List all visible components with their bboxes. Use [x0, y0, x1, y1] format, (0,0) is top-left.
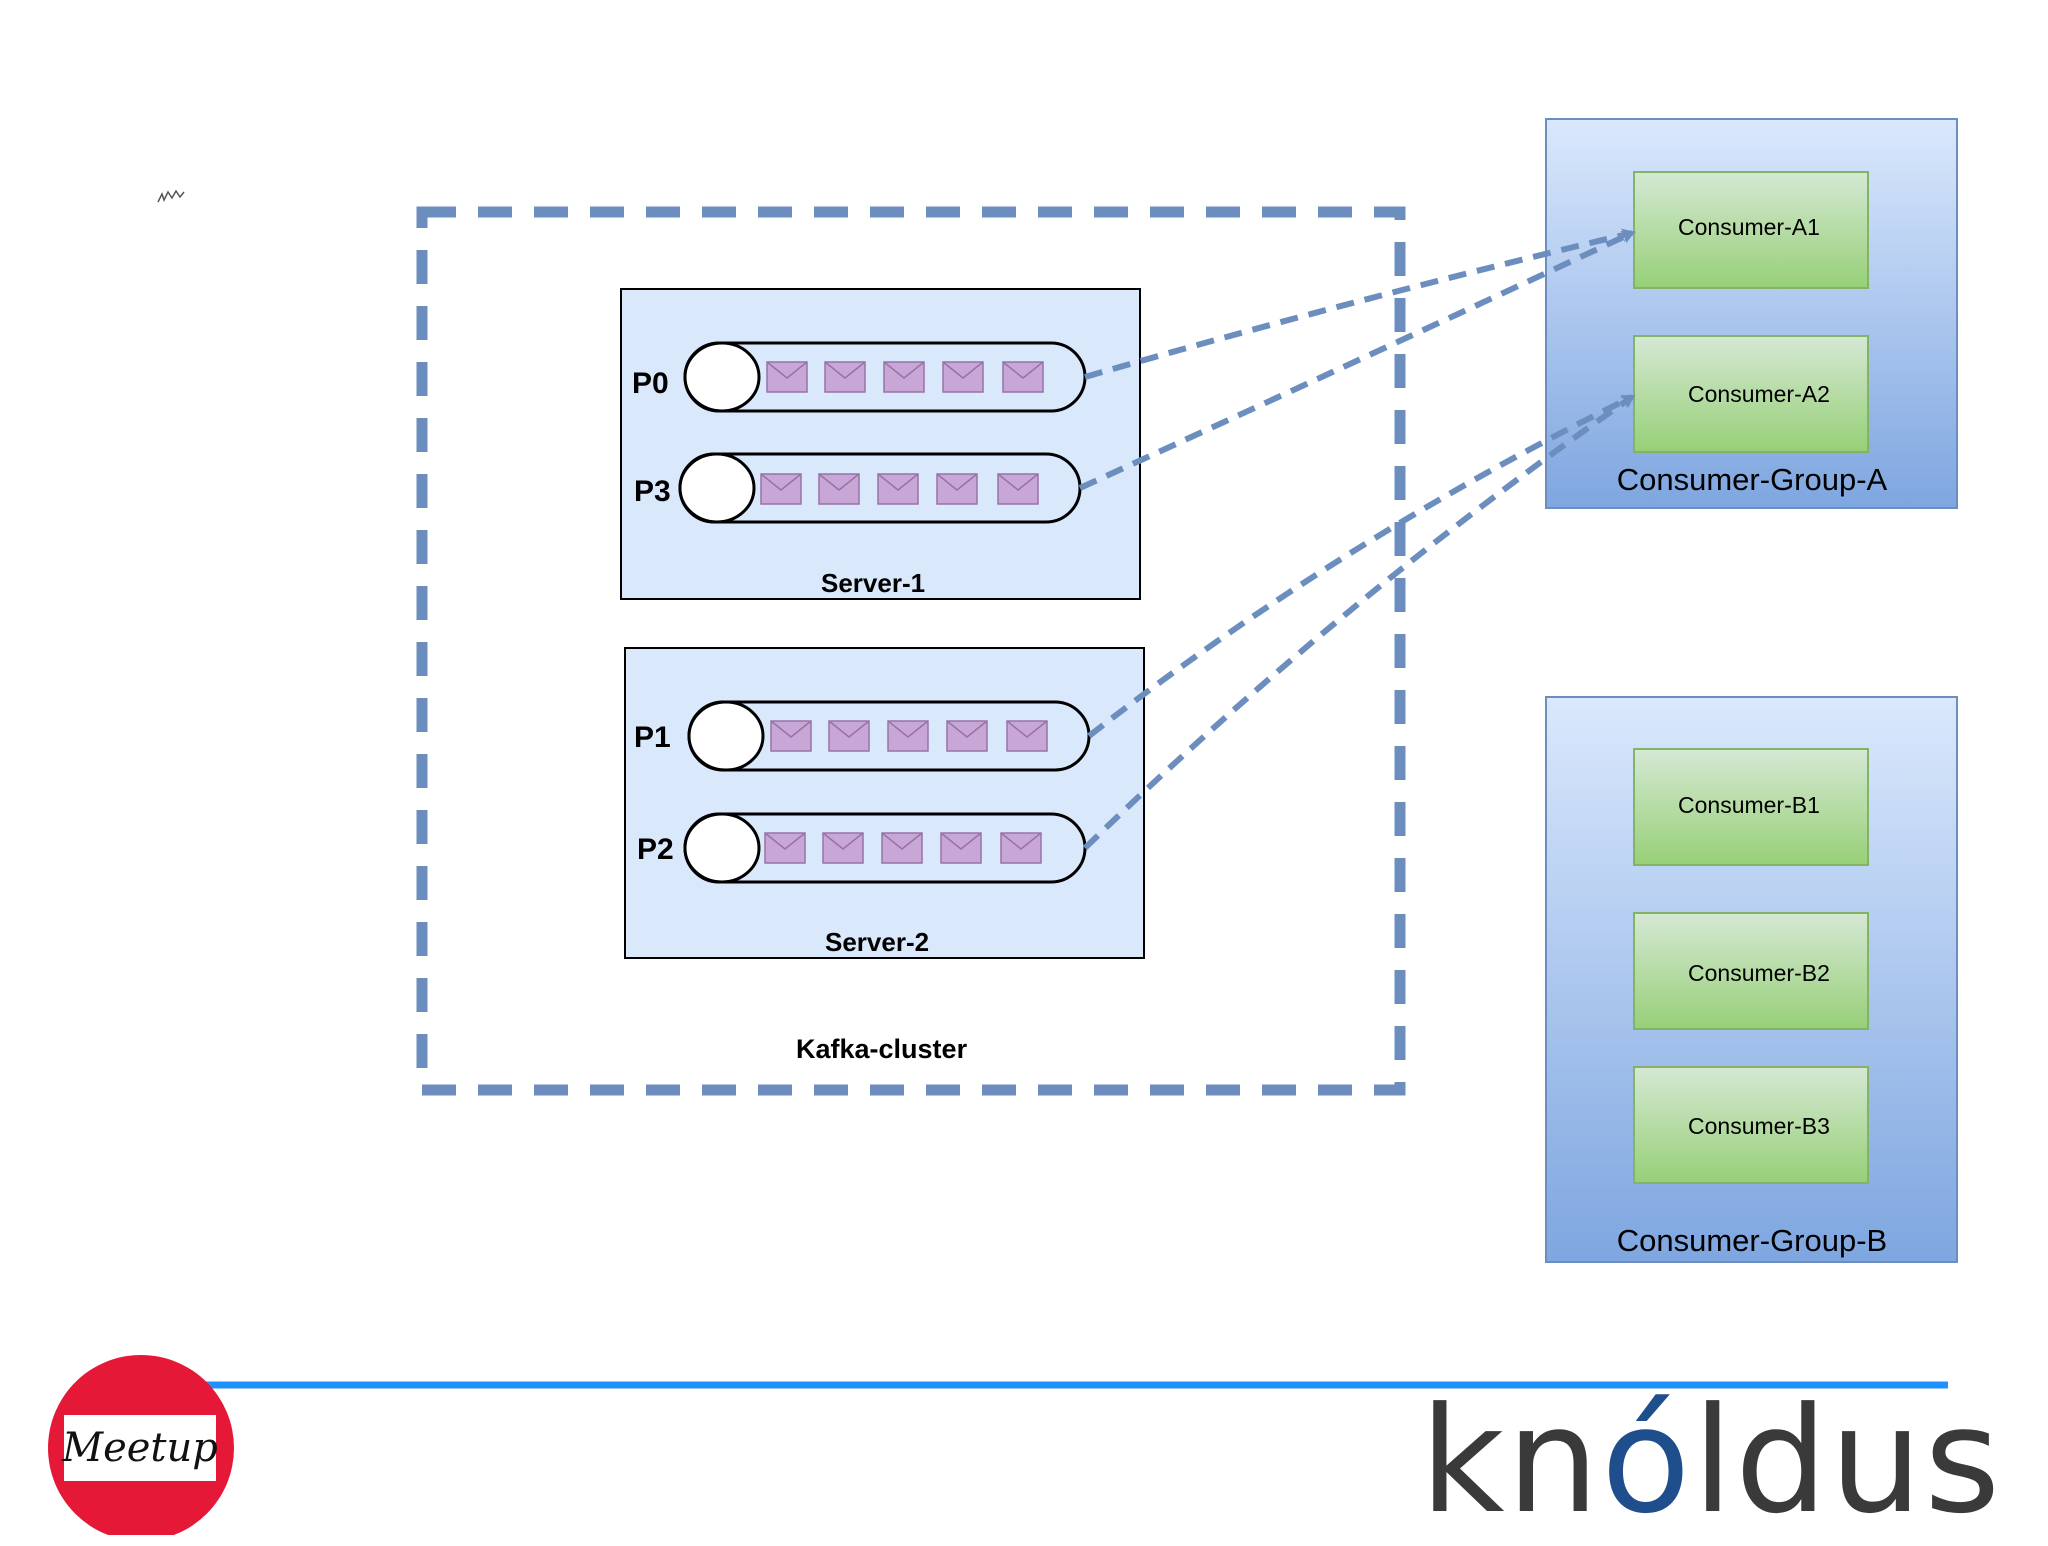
arrow-p3-to-consumer-a1: [1078, 230, 1636, 491]
knoldus-logo-part-2: ldus: [1692, 1376, 2003, 1546]
consumer-b2-label: Consumer-B2: [1688, 960, 1830, 986]
message-icon: [766, 361, 808, 393]
consumer-b3-label: Consumer-B3: [1688, 1113, 1830, 1139]
kafka-cluster-label: Kafka-cluster: [796, 1034, 968, 1064]
server-2-label: Server-2: [825, 927, 930, 957]
consumer-a2-box: [1633, 335, 1869, 453]
arrow-p1-to-consumer-a2: [1087, 394, 1636, 739]
partition-p1-label: P1: [634, 721, 671, 754]
partition-p1: [687, 700, 1091, 772]
message-icon: [881, 832, 923, 864]
partition-p2: [683, 812, 1087, 884]
consumer-a1-box: [1633, 171, 1869, 289]
consumer-a2-label: Consumer-A2: [1688, 381, 1830, 407]
message-icon: [1002, 361, 1044, 393]
consumer-b2-box: [1633, 912, 1869, 1030]
meetup-logo: Meetup: [62, 1415, 218, 1481]
meetup-logo-text: Meetup: [62, 1425, 218, 1471]
partition-p0-label: P0: [632, 367, 669, 400]
message-icon: [877, 473, 919, 505]
arrow-p2-to-consumer-a2: [1082, 394, 1636, 851]
message-icon: [824, 361, 866, 393]
kafka-cluster-border: [416, 206, 1406, 1096]
consumer-b3-box: [1633, 1066, 1869, 1184]
message-icon: [1006, 720, 1048, 752]
message-icon: [828, 720, 870, 752]
partition-p3: [678, 452, 1082, 524]
server-1-label: Server-1: [821, 568, 926, 598]
partition-p2-label: P2: [637, 833, 674, 866]
server-2-box: [624, 647, 1145, 959]
partition-p3-label: P3: [634, 475, 671, 508]
knoldus-logo-accent: ó: [1601, 1376, 1693, 1546]
consumer-b1-box: [1633, 748, 1869, 866]
consumer-a1-label: Consumer-A1: [1678, 214, 1820, 240]
message-icon: [946, 720, 988, 752]
server-1-box: [620, 288, 1141, 600]
consumer-b1-label: Consumer-B1: [1678, 792, 1820, 818]
message-icon: [822, 832, 864, 864]
message-icon: [770, 720, 812, 752]
consumer-group-a-label: Consumer-Group-A: [1616, 462, 1888, 497]
message-icon: [942, 361, 984, 393]
partition-p0: [683, 341, 1087, 413]
scribble-mark: [157, 189, 185, 203]
message-icon: [997, 473, 1039, 505]
knoldus-logo: knóldus: [1420, 1376, 2002, 1546]
message-icon: [764, 832, 806, 864]
message-icon: [887, 720, 929, 752]
message-icon: [1000, 832, 1042, 864]
message-icon: [760, 473, 802, 505]
knoldus-logo-part-1: kn: [1420, 1376, 1602, 1546]
consumer-group-b-label: Consumer-Group-B: [1616, 1223, 1888, 1258]
message-icon: [883, 361, 925, 393]
message-icon: [936, 473, 978, 505]
message-icon: [818, 473, 860, 505]
message-icon: [940, 832, 982, 864]
